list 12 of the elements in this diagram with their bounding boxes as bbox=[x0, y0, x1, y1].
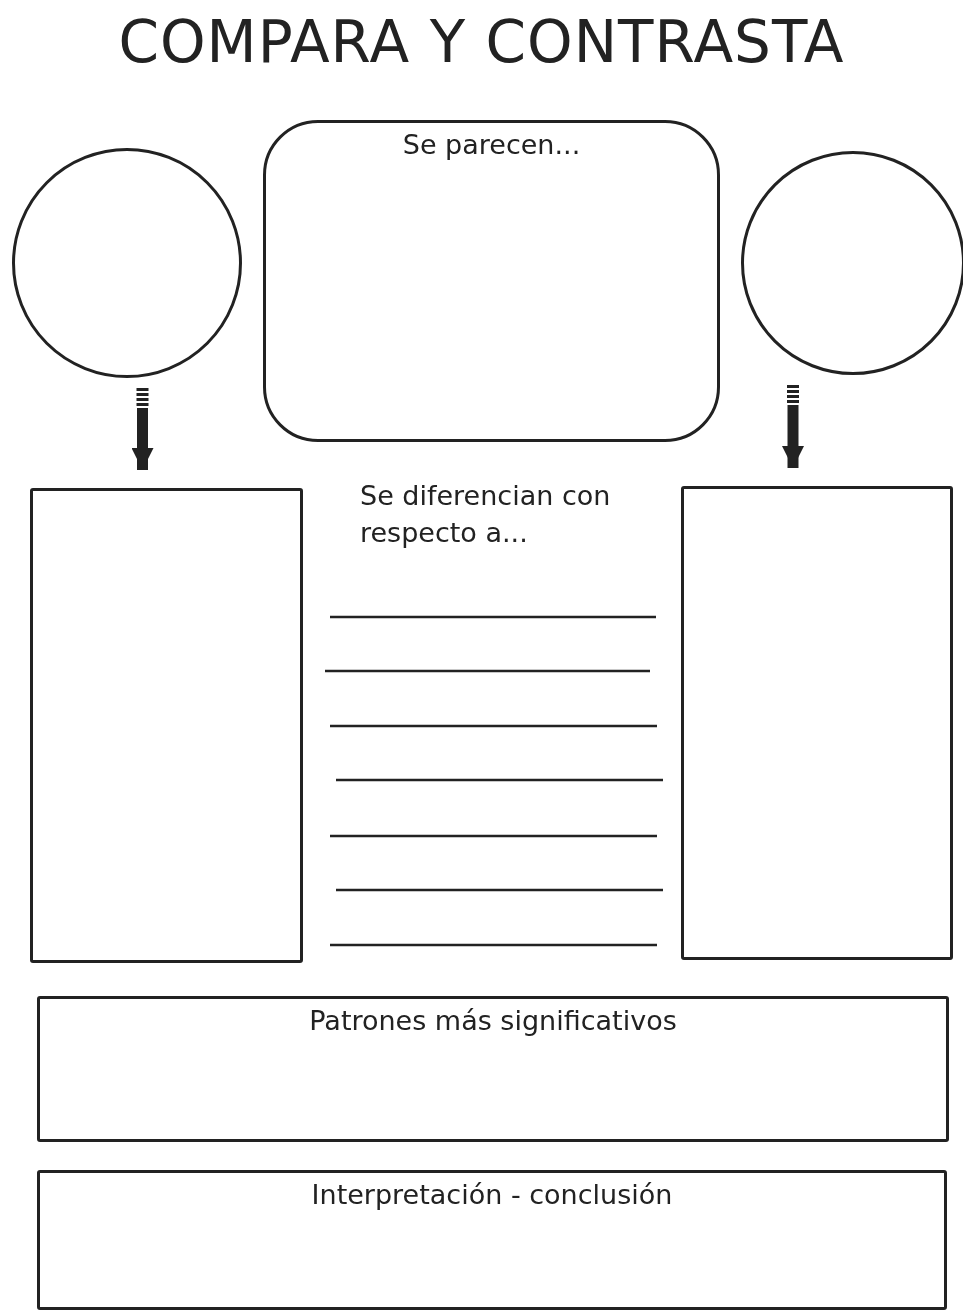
box-heading: Se parecen... bbox=[401, 129, 582, 160]
box-heading: Interpretación - conclusión bbox=[310, 1179, 674, 1210]
empty-box bbox=[30, 488, 303, 963]
text-box bbox=[37, 1170, 947, 1310]
box-heading: Patrones más significativos bbox=[308, 1005, 678, 1036]
title: COMPARA Y CONTRASTA bbox=[117, 8, 846, 76]
prompt-text: Se diferencian con respecto a... bbox=[360, 479, 612, 550]
empty-box bbox=[681, 486, 953, 960]
rounded-box bbox=[263, 120, 720, 442]
down-arrow bbox=[782, 405, 804, 468]
down-arrow bbox=[131, 408, 154, 470]
text-box bbox=[37, 996, 949, 1142]
